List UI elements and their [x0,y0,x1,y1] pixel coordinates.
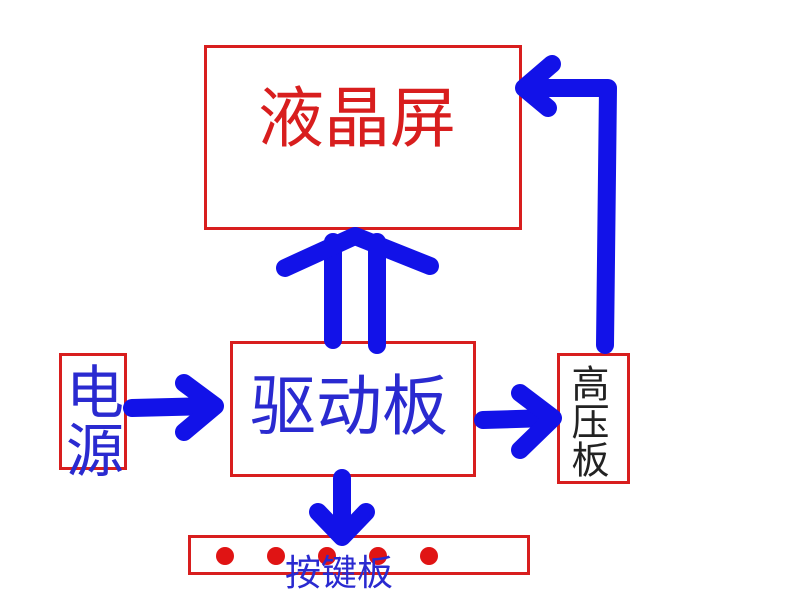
keypad-dot [216,547,234,565]
keypad-board-label: 按键板 [285,553,394,594]
lcd-block [204,45,522,230]
arrow-driver-to-hv [474,409,557,429]
arrow-power-to-driver-head [175,374,224,441]
power-label: 电源 [56,362,124,478]
high-voltage-board-label: 高压板 [565,364,609,478]
keypad-board-block [188,535,530,575]
driver-board-block [230,341,476,477]
keypad-dot [267,547,285,565]
lcd-label: 液晶屏 [258,80,456,157]
arrow-hv-to-lcd [519,79,617,354]
arrow-driver-to-keypad-head [309,503,375,546]
keypad-dot [318,547,336,565]
driver-board-label: 驱动板 [250,368,448,445]
arrow-power-to-driver [123,397,221,417]
keypad-button-dots [216,547,438,565]
arrow-driver-to-hv-head [511,384,562,459]
keypad-dot [369,547,387,565]
keypad-dot [420,547,438,565]
arrow-driver-to-lcd-head [276,227,439,277]
arrow-hv-to-lcd-head [515,55,561,117]
